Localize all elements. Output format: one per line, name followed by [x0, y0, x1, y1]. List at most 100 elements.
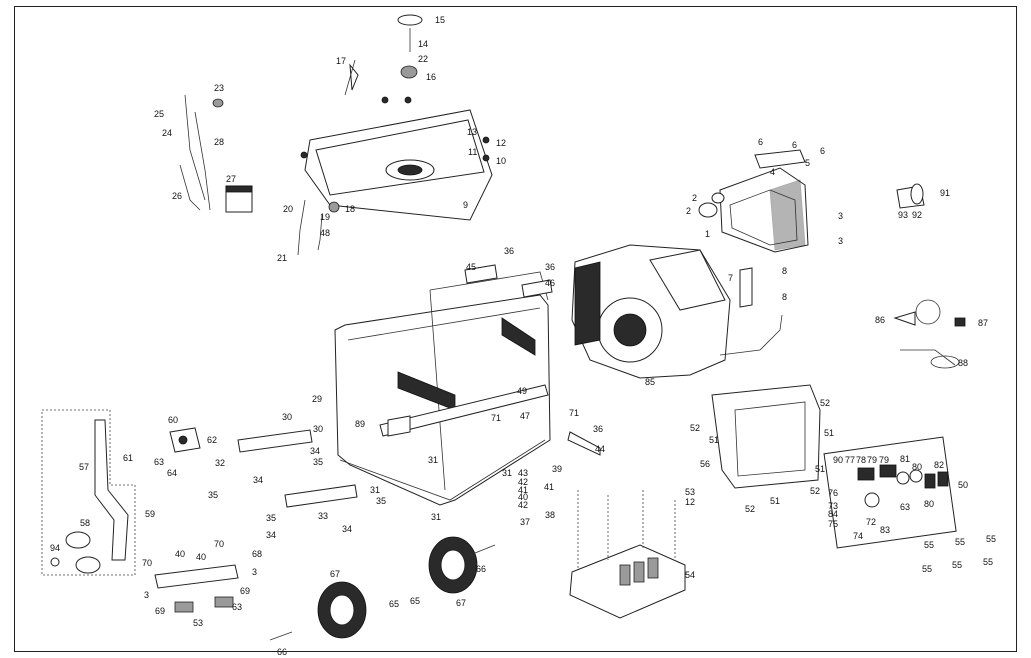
callout-33: 33 [318, 511, 328, 521]
callout-51d: 51 [815, 464, 825, 474]
callout-30a: 30 [282, 412, 292, 422]
callout-46: 46 [545, 278, 555, 288]
callout-17: 17 [336, 56, 346, 66]
callout-49: 49 [517, 386, 527, 396]
callout-51c: 51 [770, 496, 780, 506]
callout-31b: 31 [428, 455, 438, 465]
callout-7: 7 [728, 273, 733, 283]
callout-34b: 34 [253, 475, 263, 485]
callout-12b: 12 [685, 497, 695, 507]
callout-45: 45 [466, 262, 476, 272]
callout-55d: 55 [922, 564, 932, 574]
callout-65b: 65 [410, 596, 420, 606]
callout-44: 44 [595, 444, 605, 454]
callout-52a: 52 [820, 398, 830, 408]
callout-11: 11 [468, 147, 477, 157]
callout-61: 61 [123, 453, 133, 463]
callout-60: 60 [168, 415, 178, 425]
callout-24: 24 [162, 128, 172, 138]
callout-6b: 6 [792, 140, 797, 150]
callout-51a: 51 [824, 428, 834, 438]
callout-89: 89 [355, 419, 365, 429]
callout-51b: 51 [709, 435, 719, 445]
callout-53a: 53 [193, 618, 203, 628]
brackets-and-feet [154, 183, 966, 613]
callout-59: 59 [145, 509, 155, 519]
callout-40b: 40 [196, 552, 206, 562]
callout-3d: 3 [838, 236, 843, 246]
diagram-border [14, 6, 1017, 652]
callout-55c: 55 [986, 534, 996, 544]
callout-28: 28 [214, 137, 224, 147]
callout-87: 87 [978, 318, 988, 328]
callout-66a: 66 [476, 564, 486, 574]
callout-64: 64 [167, 468, 177, 478]
callout-34d: 34 [342, 524, 352, 534]
callout-42b: 42 [518, 500, 528, 510]
callout-91: 91 [940, 188, 950, 198]
callout-67b: 67 [456, 598, 466, 608]
callout-5: 5 [805, 158, 810, 168]
callout-93: 93 [898, 210, 908, 220]
callout-52b: 52 [690, 423, 700, 433]
callout-63c: 63 [900, 502, 910, 512]
callout-84: 84 [828, 509, 838, 519]
callout-40: 40 [518, 492, 528, 502]
callout-36c: 36 [593, 424, 603, 434]
callout-79b: 79 [879, 455, 889, 465]
callout-4: 4 [770, 167, 775, 177]
callout-79a: 79 [867, 455, 877, 465]
handle-assembly [41, 409, 136, 576]
callout-71a: 71 [491, 413, 501, 423]
callout-31d: 31 [431, 512, 441, 522]
callout-38: 38 [545, 510, 555, 520]
callout-16: 16 [426, 72, 436, 82]
callout-92: 92 [912, 210, 922, 220]
callout-58: 58 [80, 518, 90, 528]
callout-3b: 3 [144, 590, 149, 600]
callout-54: 54 [685, 570, 695, 580]
callout-55e: 55 [952, 560, 962, 570]
callout-8a: 8 [782, 266, 787, 276]
callout-26: 26 [172, 191, 182, 201]
callout-22: 22 [418, 54, 428, 64]
callout-35c: 35 [266, 513, 276, 523]
callout-55a: 55 [924, 540, 934, 550]
callout-23: 23 [214, 83, 224, 93]
callout-2b: 2 [686, 206, 691, 216]
fuel-hose-group [179, 94, 323, 256]
callout-80a: 80 [912, 462, 922, 472]
callout-19: 19 [320, 212, 330, 222]
callout-77: 77 [845, 455, 855, 465]
callout-35b: 35 [208, 490, 218, 500]
callout-2a: 2 [692, 193, 697, 203]
callout-53b: 53 [685, 487, 695, 497]
fuel-tank-assembly [300, 14, 493, 221]
callout-18: 18 [345, 204, 355, 214]
callout-25: 25 [154, 109, 164, 119]
callout-6a: 6 [758, 137, 763, 147]
callout-56: 56 [700, 459, 710, 469]
callout-40c: 40 [175, 549, 185, 559]
air-cleaner-cover [698, 149, 809, 253]
callout-27: 27 [226, 174, 236, 184]
callout-12: 12 [496, 138, 506, 148]
callout-9: 9 [463, 200, 468, 210]
callout-86: 86 [875, 315, 885, 325]
callout-8b: 8 [782, 292, 787, 302]
callout-13: 13 [467, 127, 477, 137]
callout-52d: 52 [810, 486, 820, 496]
callout-52c: 52 [745, 504, 755, 514]
callout-82: 82 [934, 460, 944, 470]
callout-36a: 36 [504, 246, 514, 256]
callout-32: 32 [215, 458, 225, 468]
callout-41a: 41 [544, 482, 554, 492]
callout-31a: 31 [502, 468, 512, 478]
callout-70a: 70 [214, 539, 224, 549]
callout-42: 42 [518, 477, 528, 487]
callout-72: 72 [866, 517, 876, 527]
callout-74: 74 [853, 531, 863, 541]
callout-39: 39 [552, 464, 562, 474]
callout-81: 81 [900, 454, 910, 464]
